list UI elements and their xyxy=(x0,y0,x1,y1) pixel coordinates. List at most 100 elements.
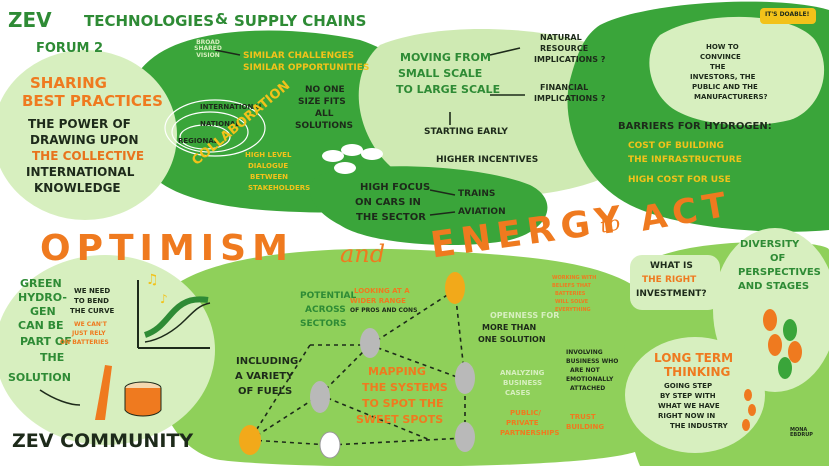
investment-bubble xyxy=(630,255,720,310)
involving-2: BUSINESS who xyxy=(566,358,619,365)
mapping-2: the SYSTEMS xyxy=(362,381,448,394)
broad-vision: BROAD SHARED VISION xyxy=(194,39,222,59)
curve-graph xyxy=(137,280,210,349)
sharing-line-3: the COLLECTIVE xyxy=(32,149,145,163)
level-national: NATIONAL xyxy=(200,120,240,128)
convince-1: HOW to xyxy=(706,43,739,51)
looking-1: LOOKING at a xyxy=(354,287,410,295)
drum-body xyxy=(124,388,162,417)
moving-3: to LARGE SCALE xyxy=(396,83,501,96)
including-1: INCLUDING xyxy=(236,356,299,367)
financial-1: FINANCIAL xyxy=(540,83,589,92)
analyzing-3: CASES xyxy=(505,389,531,397)
green-6: the xyxy=(40,351,65,364)
including-2: a VARIETY xyxy=(235,371,294,382)
mapping-1: MAPPING xyxy=(368,365,426,378)
focus-blob xyxy=(309,166,548,245)
focus-1: HIGH FOCUS xyxy=(360,182,431,193)
music-note-icon: ♫ xyxy=(146,272,159,288)
carrot xyxy=(95,365,112,420)
node-white xyxy=(319,431,341,459)
involving-4: EMOTIONALLY xyxy=(566,376,614,383)
convince-4: INVESTORS, the xyxy=(690,73,756,81)
convince-3: the xyxy=(710,63,726,71)
focus-2: on CARS in xyxy=(355,197,421,208)
openness-3: ONE SOLUTION xyxy=(478,335,546,344)
including-3: of FUELS xyxy=(238,386,293,397)
involving-3: are NOT xyxy=(570,367,600,374)
potential-3: SECTORS xyxy=(300,319,347,329)
bend-2: TO BEND xyxy=(74,297,109,305)
sharing-title-1: SHARING xyxy=(30,74,107,92)
green-5: PART of xyxy=(20,335,72,348)
involving-5: ATTACHED xyxy=(570,385,606,392)
dialogue-1: HIGH LEVEL xyxy=(245,151,292,159)
green-4: CAN BE xyxy=(18,319,64,332)
node-grey-3 xyxy=(455,362,475,394)
working-1: WORKING with xyxy=(552,275,597,281)
openness-1: OPENNESS for xyxy=(490,311,560,320)
openness-2: MORE THAN xyxy=(482,323,537,332)
mapping-4: SWEET SPOTS xyxy=(356,413,444,426)
cost-1: COST of BUILDING xyxy=(628,141,724,151)
similar-opportunities: SIMILAR OPPORTUNITIES xyxy=(243,63,370,73)
level-international: INTERNATIONAL xyxy=(200,103,264,111)
looking-3: of PROS and CONS xyxy=(350,307,418,314)
node-grey-1 xyxy=(360,328,380,358)
diversity-3: PERSPECTIVES xyxy=(738,267,821,278)
step-3: WHAT WE HAVE xyxy=(658,402,720,410)
focus-3: the SECTOR xyxy=(356,212,426,223)
sharing-line-4: INTERNATIONAL xyxy=(26,165,135,179)
invest-1: WHAT is xyxy=(650,261,693,271)
no-one-4: SOLUTIONS xyxy=(295,121,354,131)
working-4: WILL SOLVE xyxy=(555,299,589,305)
diversity-2: of xyxy=(770,253,786,264)
cost-2: the INFRASTRUCTURE xyxy=(628,155,742,165)
sharing-line-1: the POWER of xyxy=(28,117,131,131)
working-2: BELIEFS that xyxy=(552,283,591,289)
sharing-title-2: BEST PRACTICES xyxy=(22,92,163,110)
long-term-circle xyxy=(625,337,765,453)
forum-label: FORUM 2 xyxy=(36,41,104,56)
banner-to: to xyxy=(598,210,623,238)
trust-2: BUILDING xyxy=(566,423,605,431)
sharing-line-2: DRAWING UPON xyxy=(30,133,139,147)
potential-1: POTENTIAL xyxy=(300,291,357,301)
speech-bubbles xyxy=(322,144,383,174)
sharing-line-5: KNOWLEDGE xyxy=(34,181,121,195)
invest-2: the RIGHT xyxy=(642,275,697,285)
dialogue-2: DIALOGUE xyxy=(248,162,289,170)
node-grey-2 xyxy=(310,381,330,413)
footsteps xyxy=(742,389,756,431)
mapping-3: to SPOT the xyxy=(362,397,444,410)
diversity-1: DIVERSITY xyxy=(740,239,800,250)
dialogue-4: STAKEHOLDERS xyxy=(248,184,311,192)
public-1: PUBLIC/ xyxy=(510,409,541,417)
aviation-label: AVIATION xyxy=(458,207,506,217)
moving-1: MOVING from xyxy=(400,51,491,64)
no-one-2: SIZE FITS xyxy=(298,97,346,107)
working-5: EVERYTHING xyxy=(555,307,591,313)
sharing-circle xyxy=(0,50,177,220)
green-3: GEN xyxy=(30,305,56,318)
analyzing-2: BUSINESS xyxy=(503,379,543,387)
moving-2: SMALL SCALE xyxy=(398,67,483,80)
hydrogen-inner xyxy=(649,16,825,126)
zev-community: ZEV COMMUNITY xyxy=(12,430,194,452)
similar-challenges: SIMILAR CHALLENGES xyxy=(243,51,355,61)
involving-1: INVOLVING xyxy=(566,349,603,356)
title-amp: & xyxy=(215,10,229,28)
potential-2: ACROSS xyxy=(305,305,346,315)
cost-3: HIGH COST for USE xyxy=(628,175,731,185)
natural-1: NATURAL xyxy=(540,33,582,42)
no-one-1: NO ONE xyxy=(305,85,345,95)
arrows xyxy=(39,47,525,406)
no-one-3: ALL xyxy=(315,109,334,119)
node-orange-top xyxy=(445,272,465,304)
diversity-4: and STAGES xyxy=(738,281,810,292)
artist-signature: MONA EBDRUP xyxy=(790,427,813,439)
banner-and: and xyxy=(340,240,386,268)
node-grey-4 xyxy=(455,422,475,452)
step-5: the INDUSTRY xyxy=(670,422,728,430)
